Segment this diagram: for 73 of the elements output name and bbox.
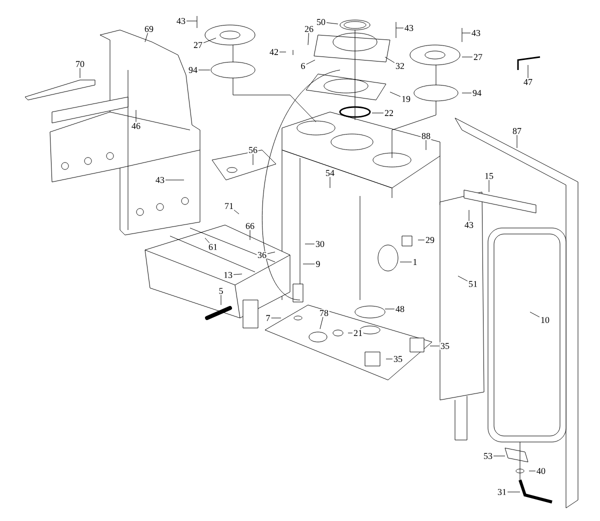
leader-line — [252, 154, 254, 166]
callout-number: 78 — [318, 309, 330, 317]
callout-number: 50 — [316, 18, 326, 26]
callout-number: 51 — [468, 280, 478, 288]
leader-line — [384, 308, 395, 310]
leader-line — [306, 60, 316, 65]
callout-number: 94 — [188, 66, 198, 74]
callout-number: 35 — [392, 355, 404, 363]
leader-line — [462, 56, 473, 58]
callout-number: 21 — [352, 329, 364, 337]
callout-number: 47 — [522, 78, 534, 86]
callout-number: 22 — [384, 109, 394, 117]
leader-line — [462, 92, 472, 94]
leader-line — [468, 210, 470, 222]
callout-number: 13 — [222, 271, 234, 279]
leader-line — [516, 134, 518, 148]
callout-number: 54 — [324, 169, 336, 177]
leader-line — [203, 38, 216, 44]
callout-number: 42 — [268, 48, 280, 56]
leader-line — [462, 32, 471, 34]
callout-number: 36 — [256, 251, 268, 259]
leader-line — [488, 180, 490, 192]
leader-line — [234, 210, 240, 214]
callout-number: 40 — [536, 467, 546, 475]
callout-number: 61 — [208, 243, 218, 251]
leader-line — [528, 470, 536, 472]
callout-number: 43 — [154, 176, 166, 184]
callout-number: 70 — [74, 60, 86, 68]
callout-number: 27 — [192, 41, 204, 49]
leader-line — [204, 238, 210, 244]
callout-number: 87 — [512, 127, 522, 135]
leader-line — [144, 32, 148, 42]
callout-number: 94 — [472, 89, 482, 97]
callout-number: 53 — [482, 452, 494, 460]
leader-line — [372, 112, 384, 114]
callout-number: 31 — [496, 488, 508, 496]
callout-number: 43 — [404, 24, 414, 32]
leader-line — [348, 332, 353, 334]
leader-line — [186, 20, 198, 22]
callout-number: 26 — [304, 25, 314, 33]
callout-number: 88 — [420, 132, 432, 140]
callout-number: 35 — [440, 342, 450, 350]
leader-line — [384, 56, 395, 63]
callout-number: 32 — [394, 62, 406, 70]
leader-line — [390, 92, 401, 97]
leader-line — [308, 32, 309, 46]
callout-number: 9 — [314, 260, 322, 268]
callout-number: 43 — [470, 29, 482, 37]
leader-line — [386, 358, 393, 360]
callout-number: 66 — [244, 222, 256, 230]
callout-number: 27 — [472, 53, 484, 61]
leader-line — [320, 316, 324, 330]
callout-number: 6 — [300, 62, 306, 70]
callout-number: 29 — [424, 236, 436, 244]
leader-line — [220, 294, 222, 306]
callout-number: 48 — [394, 305, 406, 313]
callout-number: 43 — [176, 17, 186, 25]
callout-number: 71 — [224, 202, 234, 210]
callout-number: 15 — [484, 172, 494, 180]
callout-number: 56 — [248, 146, 258, 154]
callout-number: 19 — [400, 95, 412, 103]
callout-number: 7 — [264, 314, 272, 322]
leader-line — [530, 312, 540, 318]
leader-line — [233, 274, 242, 275]
callout-number: 69 — [144, 25, 154, 33]
callout-number: 30 — [314, 240, 326, 248]
callout-number: 1 — [412, 258, 418, 266]
callout-number: 43 — [464, 221, 474, 229]
leader-line — [458, 276, 468, 282]
leader-line — [326, 22, 338, 24]
callout-number: 10 — [540, 316, 550, 324]
callout-number: 46 — [130, 122, 142, 130]
leader-line — [267, 252, 276, 254]
